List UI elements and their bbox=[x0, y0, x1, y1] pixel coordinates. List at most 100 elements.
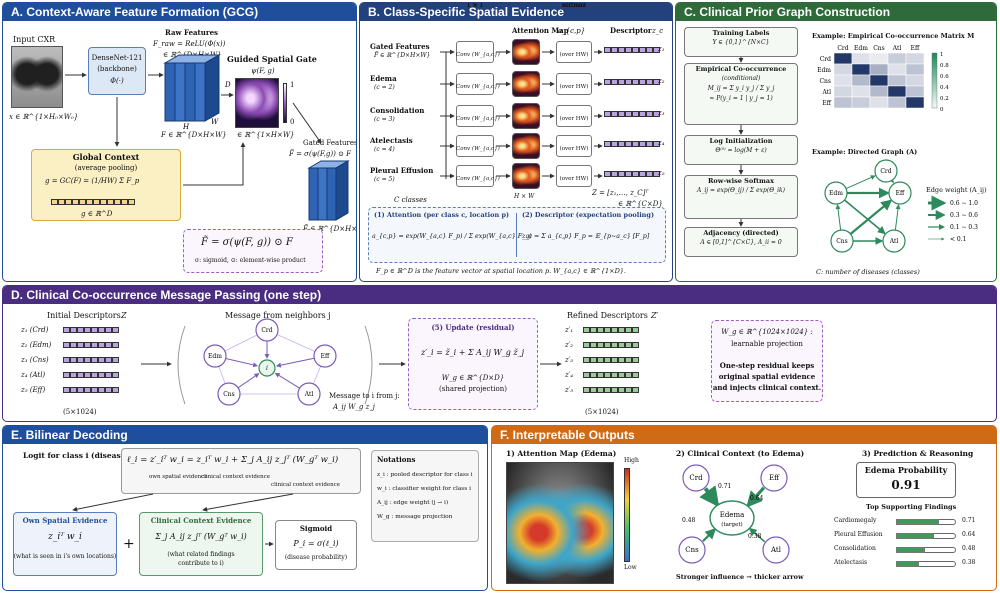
softmax-label-1: softmax bbox=[562, 2, 586, 9]
paren-left bbox=[177, 325, 186, 405]
panel-b-title: B. Class-Specific Spatial Evidence bbox=[360, 3, 672, 21]
msg-note-1: Message to i from j: bbox=[329, 392, 400, 400]
panel-c-title: C. Clinical Prior Graph Construction bbox=[676, 3, 996, 21]
panel-c: C. Clinical Prior Graph Construction Tra… bbox=[675, 2, 997, 282]
b-row-sub: (c = 3) bbox=[374, 116, 395, 123]
upd-eq-2: W_g ∈ ℝ^{D×D} bbox=[441, 374, 505, 382]
map-title: 1) Attention Map (Edema) bbox=[506, 449, 617, 458]
gated-feature-cube bbox=[307, 160, 350, 221]
cube-w: W bbox=[211, 118, 219, 126]
message-node bbox=[258, 359, 276, 377]
own-note: (what is seen in i's own locations) bbox=[13, 553, 117, 560]
graph-edge bbox=[843, 199, 886, 235]
matrix-cell bbox=[869, 63, 889, 76]
panel-e-title: E. Bilinear Decoding bbox=[3, 426, 487, 444]
b-row-sub: F̃ ∈ ℝ^{D×H×W} bbox=[374, 52, 431, 59]
message-node bbox=[313, 344, 337, 368]
conv-box bbox=[456, 41, 494, 63]
b-row-label: Atelectasis bbox=[370, 136, 413, 145]
context-node bbox=[762, 536, 790, 564]
attention-heatmap bbox=[512, 103, 540, 129]
panel-a: A. Context-Aware Feature Formation (GCG)… bbox=[2, 2, 357, 282]
softmax-box bbox=[556, 73, 592, 95]
conv-box bbox=[456, 135, 494, 157]
f-dim-label: F ∈ ℝ^{D×H×W} bbox=[161, 131, 227, 139]
conv-label-1: 1 × 1 bbox=[466, 2, 484, 9]
softmax-label-1: softmax bbox=[562, 2, 586, 9]
ref-row-label: z′₃ bbox=[565, 356, 574, 364]
ref-row-vector bbox=[583, 372, 639, 380]
densenet-box bbox=[88, 47, 146, 95]
graph-node-label: Cns bbox=[836, 238, 848, 245]
notation-1: z_i : pooled descriptor for class i bbox=[377, 472, 473, 478]
ctx-note-1: (what related findings bbox=[167, 551, 235, 558]
finding-bar-fill bbox=[896, 547, 925, 553]
c-box-emp bbox=[684, 63, 798, 125]
prob-box bbox=[856, 462, 956, 498]
message-node-label: Edm bbox=[208, 353, 222, 360]
matrix-cell bbox=[851, 52, 871, 65]
softmax-box bbox=[556, 165, 592, 187]
b-foot: F_p ∈ ℝ^D is the feature vector at spati… bbox=[376, 267, 626, 275]
finding-name: Atelectasis bbox=[834, 559, 868, 566]
matrix-scale-tick: 0.4 bbox=[940, 85, 949, 91]
finding-bar-fill bbox=[896, 561, 919, 567]
context-weight: 0.71 bbox=[718, 483, 731, 490]
attention-heatmap bbox=[512, 39, 540, 65]
prob-value: 0.91 bbox=[891, 478, 921, 492]
panel-a-graphics: D H W bbox=[65, 54, 350, 221]
finding-name: Pleural Effusion bbox=[834, 531, 883, 538]
own-title: Own Spatial Evidence bbox=[22, 516, 108, 525]
descriptor-vector bbox=[604, 47, 660, 55]
gated-dim: F̃ ∈ ℝ^{D×H×W} bbox=[303, 225, 357, 233]
conv-label-1: 1 × 1 bbox=[466, 2, 484, 9]
panel-e-graphics bbox=[72, 493, 294, 547]
box2-title: (2) Descriptor (expectation pooling) bbox=[522, 211, 655, 219]
graph-node-label: Edm bbox=[829, 190, 843, 197]
box1-eq: a_{c,p} = exp(W_{a,c} F_p) / Σ exp(W_{a,… bbox=[372, 233, 532, 240]
gc-sub: (average pooling) bbox=[74, 164, 138, 172]
desc-title: Descriptor bbox=[610, 26, 652, 35]
context-node-label: Eff bbox=[769, 474, 780, 482]
raw-features-eq: F_raw = ReLU(Φ(x)) bbox=[153, 40, 226, 48]
panel-f: F. Interpretable Outputs 1) Attention Ma… bbox=[491, 425, 997, 591]
wg-2: learnable projection bbox=[731, 340, 803, 348]
init-row-vector bbox=[63, 342, 119, 350]
target-sub: (target) bbox=[721, 521, 742, 528]
b-row-sub: (c = 4) bbox=[374, 146, 395, 153]
matrix-cell bbox=[905, 74, 925, 87]
ref-row-label: z′₅ bbox=[565, 386, 574, 394]
main-eq-box bbox=[121, 448, 361, 494]
message-edge bbox=[274, 372, 300, 389]
upd-eq-3: (shared projection) bbox=[439, 385, 507, 393]
init-row-label: z₃ (Cns) bbox=[21, 356, 49, 364]
matrix-cell bbox=[905, 63, 925, 76]
upd-title: (5) Update (residual) bbox=[431, 323, 515, 332]
init-row-vector bbox=[63, 372, 119, 380]
z-all: Z = [z₁,…, z_C]ᵀ bbox=[592, 189, 649, 197]
c-row-row_title: Row-wise Softmax bbox=[708, 177, 774, 185]
descriptor-z: z₄ bbox=[658, 139, 665, 147]
plus-sign: + bbox=[123, 536, 135, 552]
formula-note: σ: sigmoid, ⊙: element-wise product bbox=[195, 257, 306, 264]
matrix-cell bbox=[905, 85, 925, 98]
ref-dim: (5×1024) bbox=[585, 408, 619, 416]
c-log-log_title: Log Initialization bbox=[709, 137, 773, 145]
gc-eq: g = GC(F) = (1/HW) Σ F_p bbox=[45, 177, 140, 185]
c-emp-emp_eq2: ≈ P(y_i = 1 | y_j = 1) bbox=[709, 95, 773, 102]
under-1: own spatial evidence bbox=[149, 474, 208, 480]
msg-note-2: A_ij W_g z_j bbox=[333, 403, 375, 411]
graph-edge bbox=[849, 199, 893, 235]
under-2: clinical context evidence bbox=[201, 474, 270, 480]
context-weight: 0.48 bbox=[682, 517, 696, 524]
c-classes: C classes bbox=[394, 196, 427, 204]
softmax-label-2: (over HW) bbox=[559, 146, 589, 152]
legend-edge-label: 0.3 ∼ 0.6 bbox=[950, 212, 978, 219]
matrix-cell bbox=[833, 96, 853, 109]
panel-d-title: D. Clinical Co-occurrence Message Passin… bbox=[3, 286, 996, 304]
message-edge bbox=[225, 357, 259, 368]
graph-node bbox=[824, 181, 848, 205]
descriptor-vector bbox=[604, 141, 660, 149]
logit-label: Logit for class i (disease) bbox=[23, 451, 130, 460]
matrix-cell bbox=[887, 52, 907, 65]
